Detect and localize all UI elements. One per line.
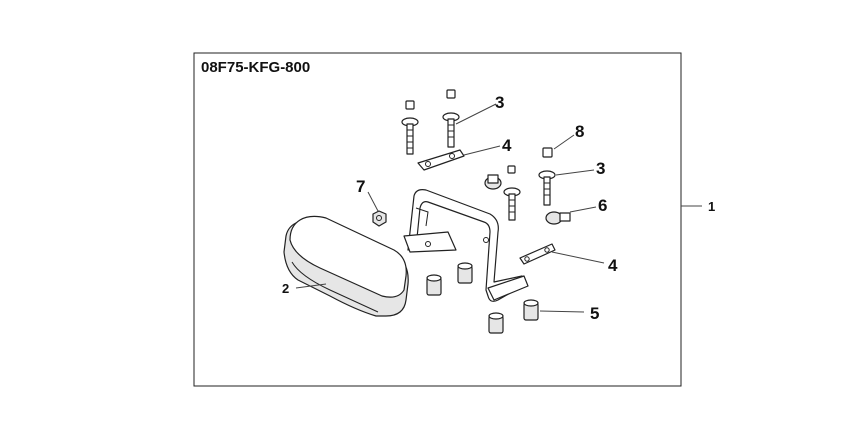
nut-7 (372, 210, 387, 227)
callout-6: 6 (598, 196, 607, 215)
callout-5: 5 (590, 304, 599, 323)
leader-3a (455, 103, 497, 125)
collar-c (488, 312, 504, 334)
collar-bolt-upper (484, 174, 502, 190)
callout-8: 8 (575, 122, 584, 141)
plate-upper (417, 149, 465, 171)
nut-8 (542, 147, 553, 158)
collar-bolt-6 (545, 211, 571, 225)
leader-5 (539, 310, 585, 313)
callout-4a: 4 (502, 136, 512, 155)
leader-6 (569, 206, 597, 213)
backrest-bracket (403, 189, 529, 302)
callout-1: 1 (708, 199, 715, 214)
leader-8 (553, 134, 575, 150)
collar-a (426, 274, 442, 296)
bolt-right (538, 170, 556, 206)
callout-3b: 3 (596, 159, 605, 178)
diagram-frame (193, 52, 682, 387)
bolt-left (401, 100, 419, 155)
callout-3a: 3 (495, 93, 504, 112)
leader-2 (295, 283, 327, 289)
callout-4b: 4 (608, 256, 618, 275)
bolt-middle (503, 165, 521, 221)
leader-4a (463, 145, 501, 156)
leader-3b (555, 169, 595, 176)
callout-2: 2 (282, 281, 289, 296)
part-code: 08F75-KFG-800 (201, 59, 310, 76)
plate-lower (519, 243, 556, 265)
collar-d (523, 299, 539, 321)
bolt-center (442, 89, 460, 148)
leader-7 (367, 191, 379, 212)
leader-4b (551, 251, 605, 264)
backrest-pad (283, 215, 409, 317)
collar-b (457, 262, 473, 284)
callout-7: 7 (356, 177, 365, 196)
